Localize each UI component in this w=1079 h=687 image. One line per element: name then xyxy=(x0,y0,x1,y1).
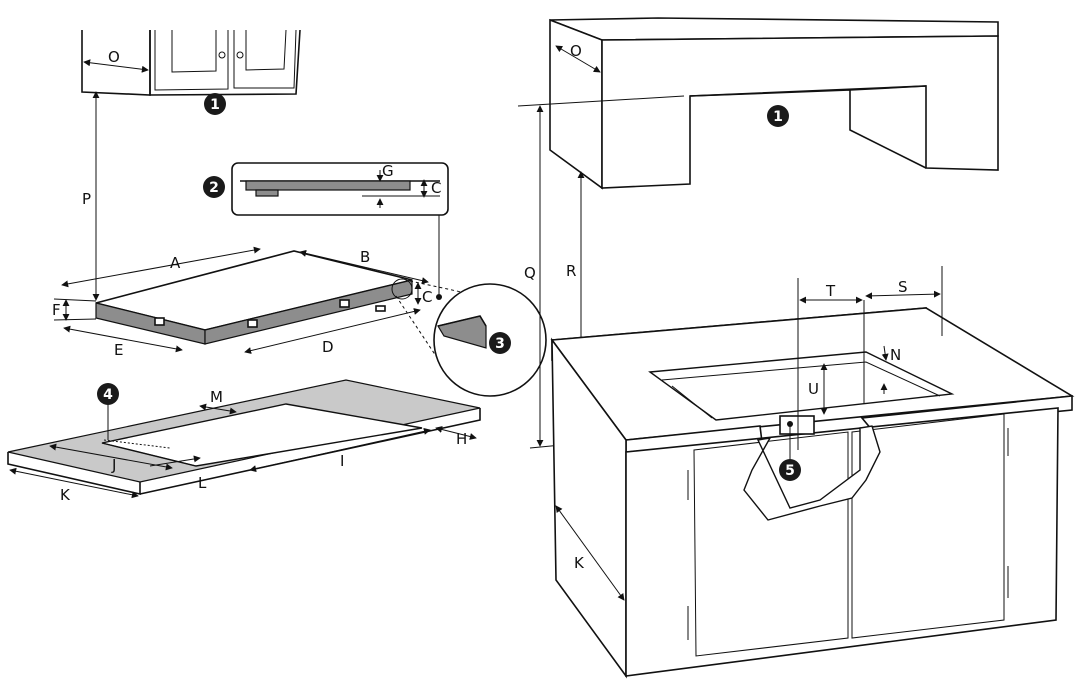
svg-text:5: 5 xyxy=(785,463,795,479)
label-R: R xyxy=(566,262,576,280)
label-H: H xyxy=(456,430,467,448)
detail-box-2 xyxy=(231,162,449,216)
label-U: U xyxy=(808,380,819,398)
marker-1-right: 1 xyxy=(767,105,789,127)
label-O-right: O xyxy=(570,42,582,60)
label-K-right: K xyxy=(574,554,585,572)
marker-4: 4 xyxy=(97,383,119,440)
marker-1-left: 1 xyxy=(204,93,226,115)
label-Q: Q xyxy=(524,264,536,282)
label-G: G xyxy=(382,162,394,180)
dimension-N xyxy=(881,345,889,361)
label-B: B xyxy=(360,248,370,266)
worktop-cutout xyxy=(7,379,481,496)
label-C: C xyxy=(422,288,432,306)
label-C-detail: C xyxy=(431,179,441,197)
svg-text:3: 3 xyxy=(495,336,505,352)
dimension-A xyxy=(61,246,261,288)
dimension-S xyxy=(865,290,941,300)
label-D: D xyxy=(322,338,334,356)
dimension-B xyxy=(299,249,429,285)
dimension-K-left xyxy=(9,467,139,499)
label-I: I xyxy=(340,452,344,470)
base-cabinet xyxy=(550,307,1075,679)
dimension-H xyxy=(435,426,477,440)
dimension-M xyxy=(199,403,237,415)
marker-3: 3 xyxy=(489,332,511,354)
label-T: T xyxy=(825,282,836,300)
label-F: F xyxy=(52,301,61,319)
label-K-left: K xyxy=(60,486,71,504)
upper-hood-unit xyxy=(549,17,999,190)
svg-text:1: 1 xyxy=(773,109,783,125)
leader-dot xyxy=(436,294,442,300)
label-P: P xyxy=(82,190,91,208)
label-E: E xyxy=(114,341,123,359)
label-M: M xyxy=(210,388,223,406)
dimension-J xyxy=(49,443,173,471)
dimension-K-right xyxy=(555,505,625,601)
dimension-D xyxy=(244,308,421,354)
label-N: N xyxy=(890,346,901,364)
label-A: A xyxy=(170,254,181,272)
marker-5: 5 xyxy=(779,421,801,481)
marker-2: 2 xyxy=(203,176,225,198)
dimension-L xyxy=(149,455,201,467)
svg-text:4: 4 xyxy=(103,387,113,403)
svg-text:1: 1 xyxy=(210,97,220,113)
label-L: L xyxy=(198,474,207,492)
dimension-I xyxy=(249,427,431,473)
wall-cabinet-left xyxy=(81,29,301,96)
label-S: S xyxy=(898,278,908,296)
svg-text:2: 2 xyxy=(209,180,219,196)
dimension-E xyxy=(63,325,183,353)
label-O-left: O xyxy=(108,48,120,66)
label-J: J xyxy=(111,456,116,474)
